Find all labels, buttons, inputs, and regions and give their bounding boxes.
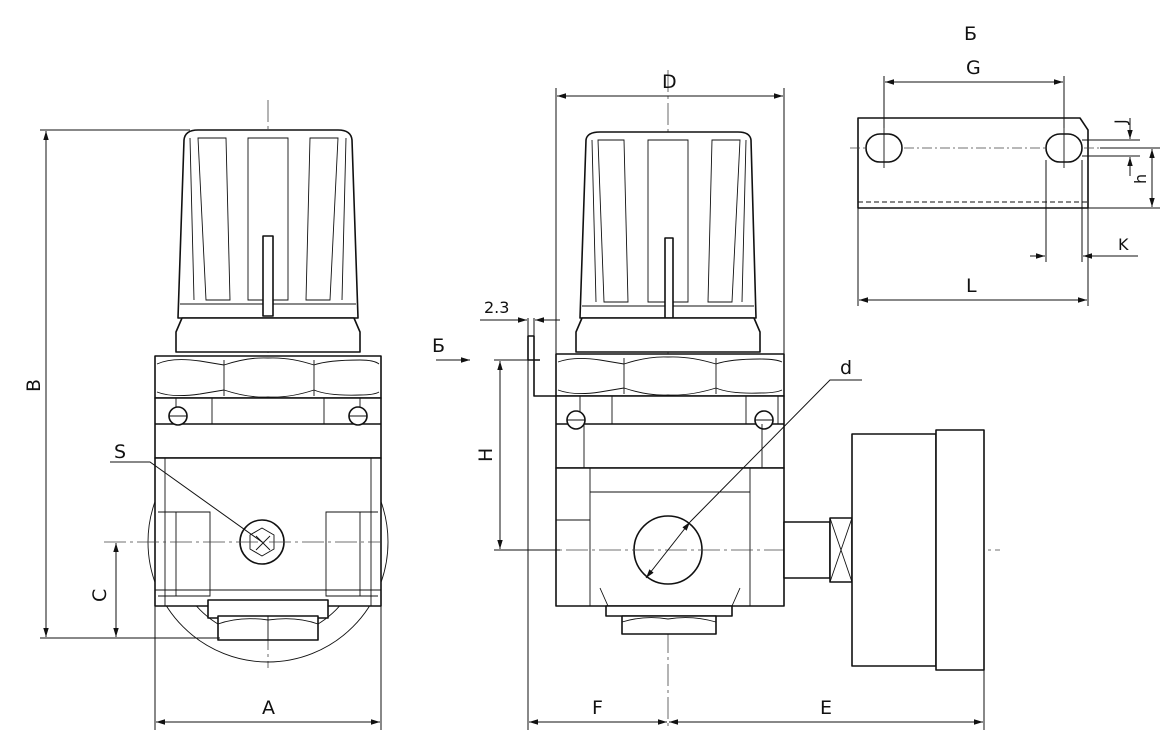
hex-socket bbox=[249, 527, 275, 557]
mounting-bracket bbox=[527, 335, 556, 397]
dim-label-G: G bbox=[966, 57, 981, 79]
knob-slot bbox=[262, 235, 274, 317]
bracket-plate bbox=[857, 117, 1089, 209]
dim-label-thickness: 2.3 bbox=[484, 298, 509, 317]
S-leader bbox=[110, 461, 263, 543]
dim-label-D: D bbox=[662, 71, 677, 93]
view-arrow-label: Б bbox=[432, 335, 445, 357]
bracket-view: Б G J h K L bbox=[850, 23, 1160, 306]
dim-label-A: A bbox=[262, 697, 275, 719]
side-hex-nut bbox=[555, 353, 785, 397]
dim-label-C: C bbox=[89, 589, 111, 602]
dim-label-S: S bbox=[114, 441, 126, 463]
knob-collar bbox=[175, 317, 361, 353]
hex-nut bbox=[154, 355, 382, 399]
bonnet-band bbox=[154, 397, 382, 459]
side-collar bbox=[575, 317, 761, 353]
dim-label-B: B bbox=[23, 379, 45, 392]
pressure-gauge bbox=[783, 429, 985, 671]
gauge-bezel bbox=[935, 429, 985, 671]
side-knob bbox=[579, 131, 757, 319]
gauge-stem bbox=[783, 521, 831, 579]
dim-label-F: F bbox=[592, 697, 603, 719]
side-bonnet bbox=[555, 395, 785, 469]
front-view: S B C A bbox=[23, 100, 389, 730]
dim-label-H: H bbox=[475, 448, 497, 462]
dim-label-L: L bbox=[966, 275, 977, 297]
dim-label-d: d bbox=[840, 357, 852, 379]
d-leader bbox=[689, 379, 862, 523]
dim-label-E: E bbox=[820, 697, 832, 719]
dim-label-J: J bbox=[1111, 119, 1130, 125]
side-bottom-nut bbox=[621, 615, 717, 635]
dim-label-h: h bbox=[1131, 174, 1150, 184]
adjusting-knob bbox=[177, 129, 359, 319]
dim-label-K: K bbox=[1118, 235, 1129, 254]
dim-line-d bbox=[645, 521, 691, 579]
side-view: d 2.3 Б H D bbox=[432, 70, 1000, 730]
gauge-case bbox=[851, 433, 937, 667]
view-title: Б bbox=[964, 23, 977, 45]
